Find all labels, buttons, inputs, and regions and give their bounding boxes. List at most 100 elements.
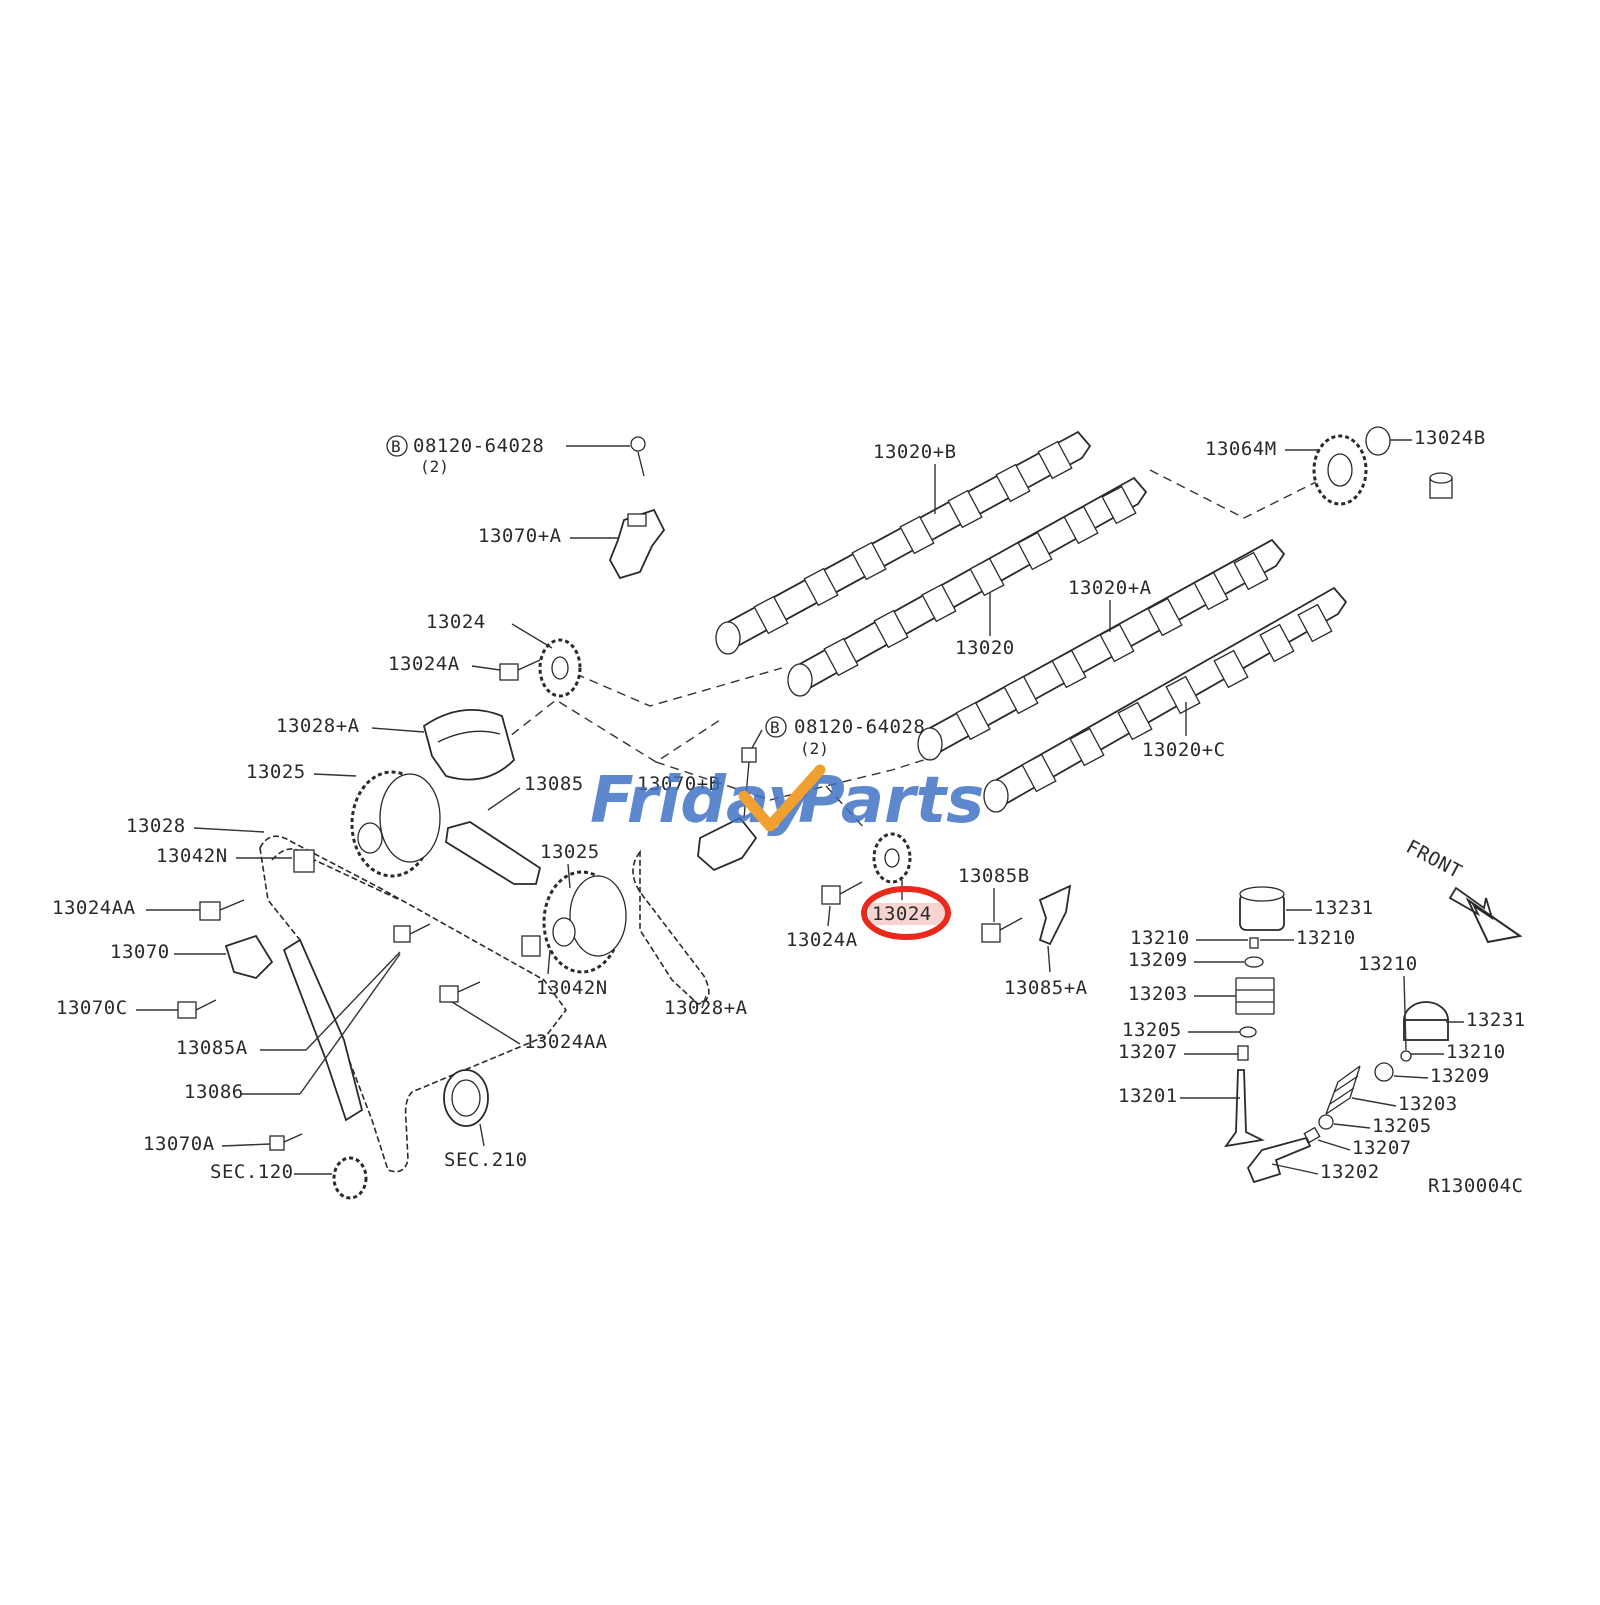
bolt-13086-guide xyxy=(393,923,431,943)
svg-text:Parts: Parts xyxy=(798,764,984,838)
camshaft-13020pA xyxy=(917,538,1286,761)
svg-text:Friday: Friday xyxy=(590,764,811,838)
guide-13085pA xyxy=(1038,884,1072,946)
guide-13085 xyxy=(445,821,542,885)
label-08120-64028-top: 08120-64028 xyxy=(413,435,544,457)
watermark-check-icon xyxy=(738,764,826,832)
bolt-13085B xyxy=(981,917,1023,943)
tensioner-13070pA xyxy=(609,508,666,580)
label-sec120: SEC.120 xyxy=(210,1161,294,1183)
bolt-13024AA-left xyxy=(199,899,245,921)
label-qty-mid: (2) xyxy=(800,739,829,758)
label-13024AA-mid: 13024AA xyxy=(524,1031,608,1053)
camshaft-13020pB xyxy=(715,430,1092,655)
guide-13028pA-top xyxy=(422,709,516,781)
label-13202: 13202 xyxy=(1320,1161,1380,1183)
bolt-13070C xyxy=(177,999,217,1019)
label-13070pB: 13070+B xyxy=(637,773,721,795)
label-08120-64028-mid: 08120-64028 xyxy=(794,716,925,738)
label-13207-b: 13207 xyxy=(1352,1137,1412,1159)
label-13201: 13201 xyxy=(1118,1085,1178,1107)
label-13210-a: 13210 xyxy=(1130,927,1190,949)
label-13231-b: 13231 xyxy=(1466,1009,1526,1031)
bolt-08120-top xyxy=(630,436,646,477)
valve-train-left xyxy=(1224,886,1285,1148)
bolt-13024A-top xyxy=(499,659,541,681)
label-13024A-mid: 13024A xyxy=(786,929,858,951)
valve-train-right xyxy=(1246,1001,1449,1184)
sprocket-13025-left xyxy=(350,770,441,878)
label-sec210: SEC.210 xyxy=(444,1149,528,1171)
sensor-plate-13042N-mid xyxy=(521,935,541,957)
bolt-13024B xyxy=(1429,472,1453,499)
front-arrowhead-icon xyxy=(1465,897,1523,944)
label-13209-b: 13209 xyxy=(1430,1065,1490,1087)
label-13024B: 13024B xyxy=(1414,427,1486,449)
sprocket-sec120 xyxy=(332,1156,368,1200)
label-13042N-mid: 13042N xyxy=(536,977,608,999)
label-13086: 13086 xyxy=(184,1081,244,1103)
label-13231-a: 13231 xyxy=(1314,897,1374,919)
bolt-13024AA-mid xyxy=(439,981,481,1003)
highlight-circle xyxy=(861,886,951,940)
label-13028: 13028 xyxy=(126,815,186,837)
sprocket-13025-mid xyxy=(542,870,627,974)
pump-sprocket-sec210 xyxy=(443,1069,489,1127)
alignment-lines xyxy=(499,469,1321,831)
label-13020pC: 13020+C xyxy=(1142,739,1226,761)
label-13064M: 13064M xyxy=(1205,438,1277,460)
label-13203-b: 13203 xyxy=(1398,1093,1458,1115)
sprocket-13024-mid xyxy=(872,832,912,884)
label-13024AA-left: 13024AA xyxy=(52,897,136,919)
b-marker-top: B xyxy=(386,435,408,457)
label-13070: 13070 xyxy=(110,941,170,963)
label-13205-b: 13205 xyxy=(1372,1115,1432,1137)
watermark-logo: Friday Parts xyxy=(590,764,984,838)
label-13207-a: 13207 xyxy=(1118,1041,1178,1063)
bolt-13070A xyxy=(269,1133,303,1151)
tensioner-13070 xyxy=(224,934,274,980)
svg-text:B: B xyxy=(770,718,780,737)
tensioner-13070pB xyxy=(697,747,758,872)
washer-13024B xyxy=(1365,426,1391,456)
label-13024-highlighted: 13024 xyxy=(872,903,932,925)
label-13025-mid: 13025 xyxy=(540,841,600,863)
label-13085pA: 13085+A xyxy=(1004,977,1088,999)
label-13070pA: 13070+A xyxy=(478,525,562,547)
camshaft-13020pC xyxy=(983,586,1348,813)
label-13024-top: 13024 xyxy=(426,611,486,633)
b-marker-mid: B xyxy=(765,716,787,738)
label-13024A-top: 13024A xyxy=(388,653,460,675)
label-13205-a: 13205 xyxy=(1122,1019,1182,1041)
label-13085B: 13085B xyxy=(958,865,1030,887)
sprocket-13064M xyxy=(1312,434,1368,506)
label-13085A: 13085A xyxy=(176,1037,248,1059)
label-13020pA: 13020+A xyxy=(1068,577,1152,599)
label-13210-d: 13210 xyxy=(1446,1041,1506,1063)
label-13025-left: 13025 xyxy=(246,761,306,783)
label-13028pA-mid: 13028+A xyxy=(664,997,748,1019)
bolt-13024A-mid xyxy=(821,881,863,905)
label-13070A: 13070A xyxy=(143,1133,215,1155)
label-13085: 13085 xyxy=(524,773,584,795)
label-front: FRONT xyxy=(1402,836,1465,883)
svg-text:B: B xyxy=(391,437,401,456)
label-13020: 13020 xyxy=(955,637,1015,659)
label-13020pB: 13020+B xyxy=(873,441,957,463)
sprocket-13024-top xyxy=(538,638,582,698)
label-13042N-left: 13042N xyxy=(156,845,228,867)
highlight-label-bg xyxy=(869,903,945,925)
label-13210-c: 13210 xyxy=(1358,953,1418,975)
label-13070C: 13070C xyxy=(56,997,128,1019)
label-qty-top: (2) xyxy=(420,457,449,476)
label-13210-b: 13210 xyxy=(1296,927,1356,949)
guide-13085A xyxy=(282,938,364,1122)
figure-code: R130004C xyxy=(1428,1175,1524,1197)
sensor-plate-13042N-left xyxy=(293,849,315,873)
label-13209-a: 13209 xyxy=(1128,949,1188,971)
label-13028pA-top: 13028+A xyxy=(276,715,360,737)
camshaft-13020 xyxy=(787,476,1148,697)
label-13203-a: 13203 xyxy=(1128,983,1188,1005)
